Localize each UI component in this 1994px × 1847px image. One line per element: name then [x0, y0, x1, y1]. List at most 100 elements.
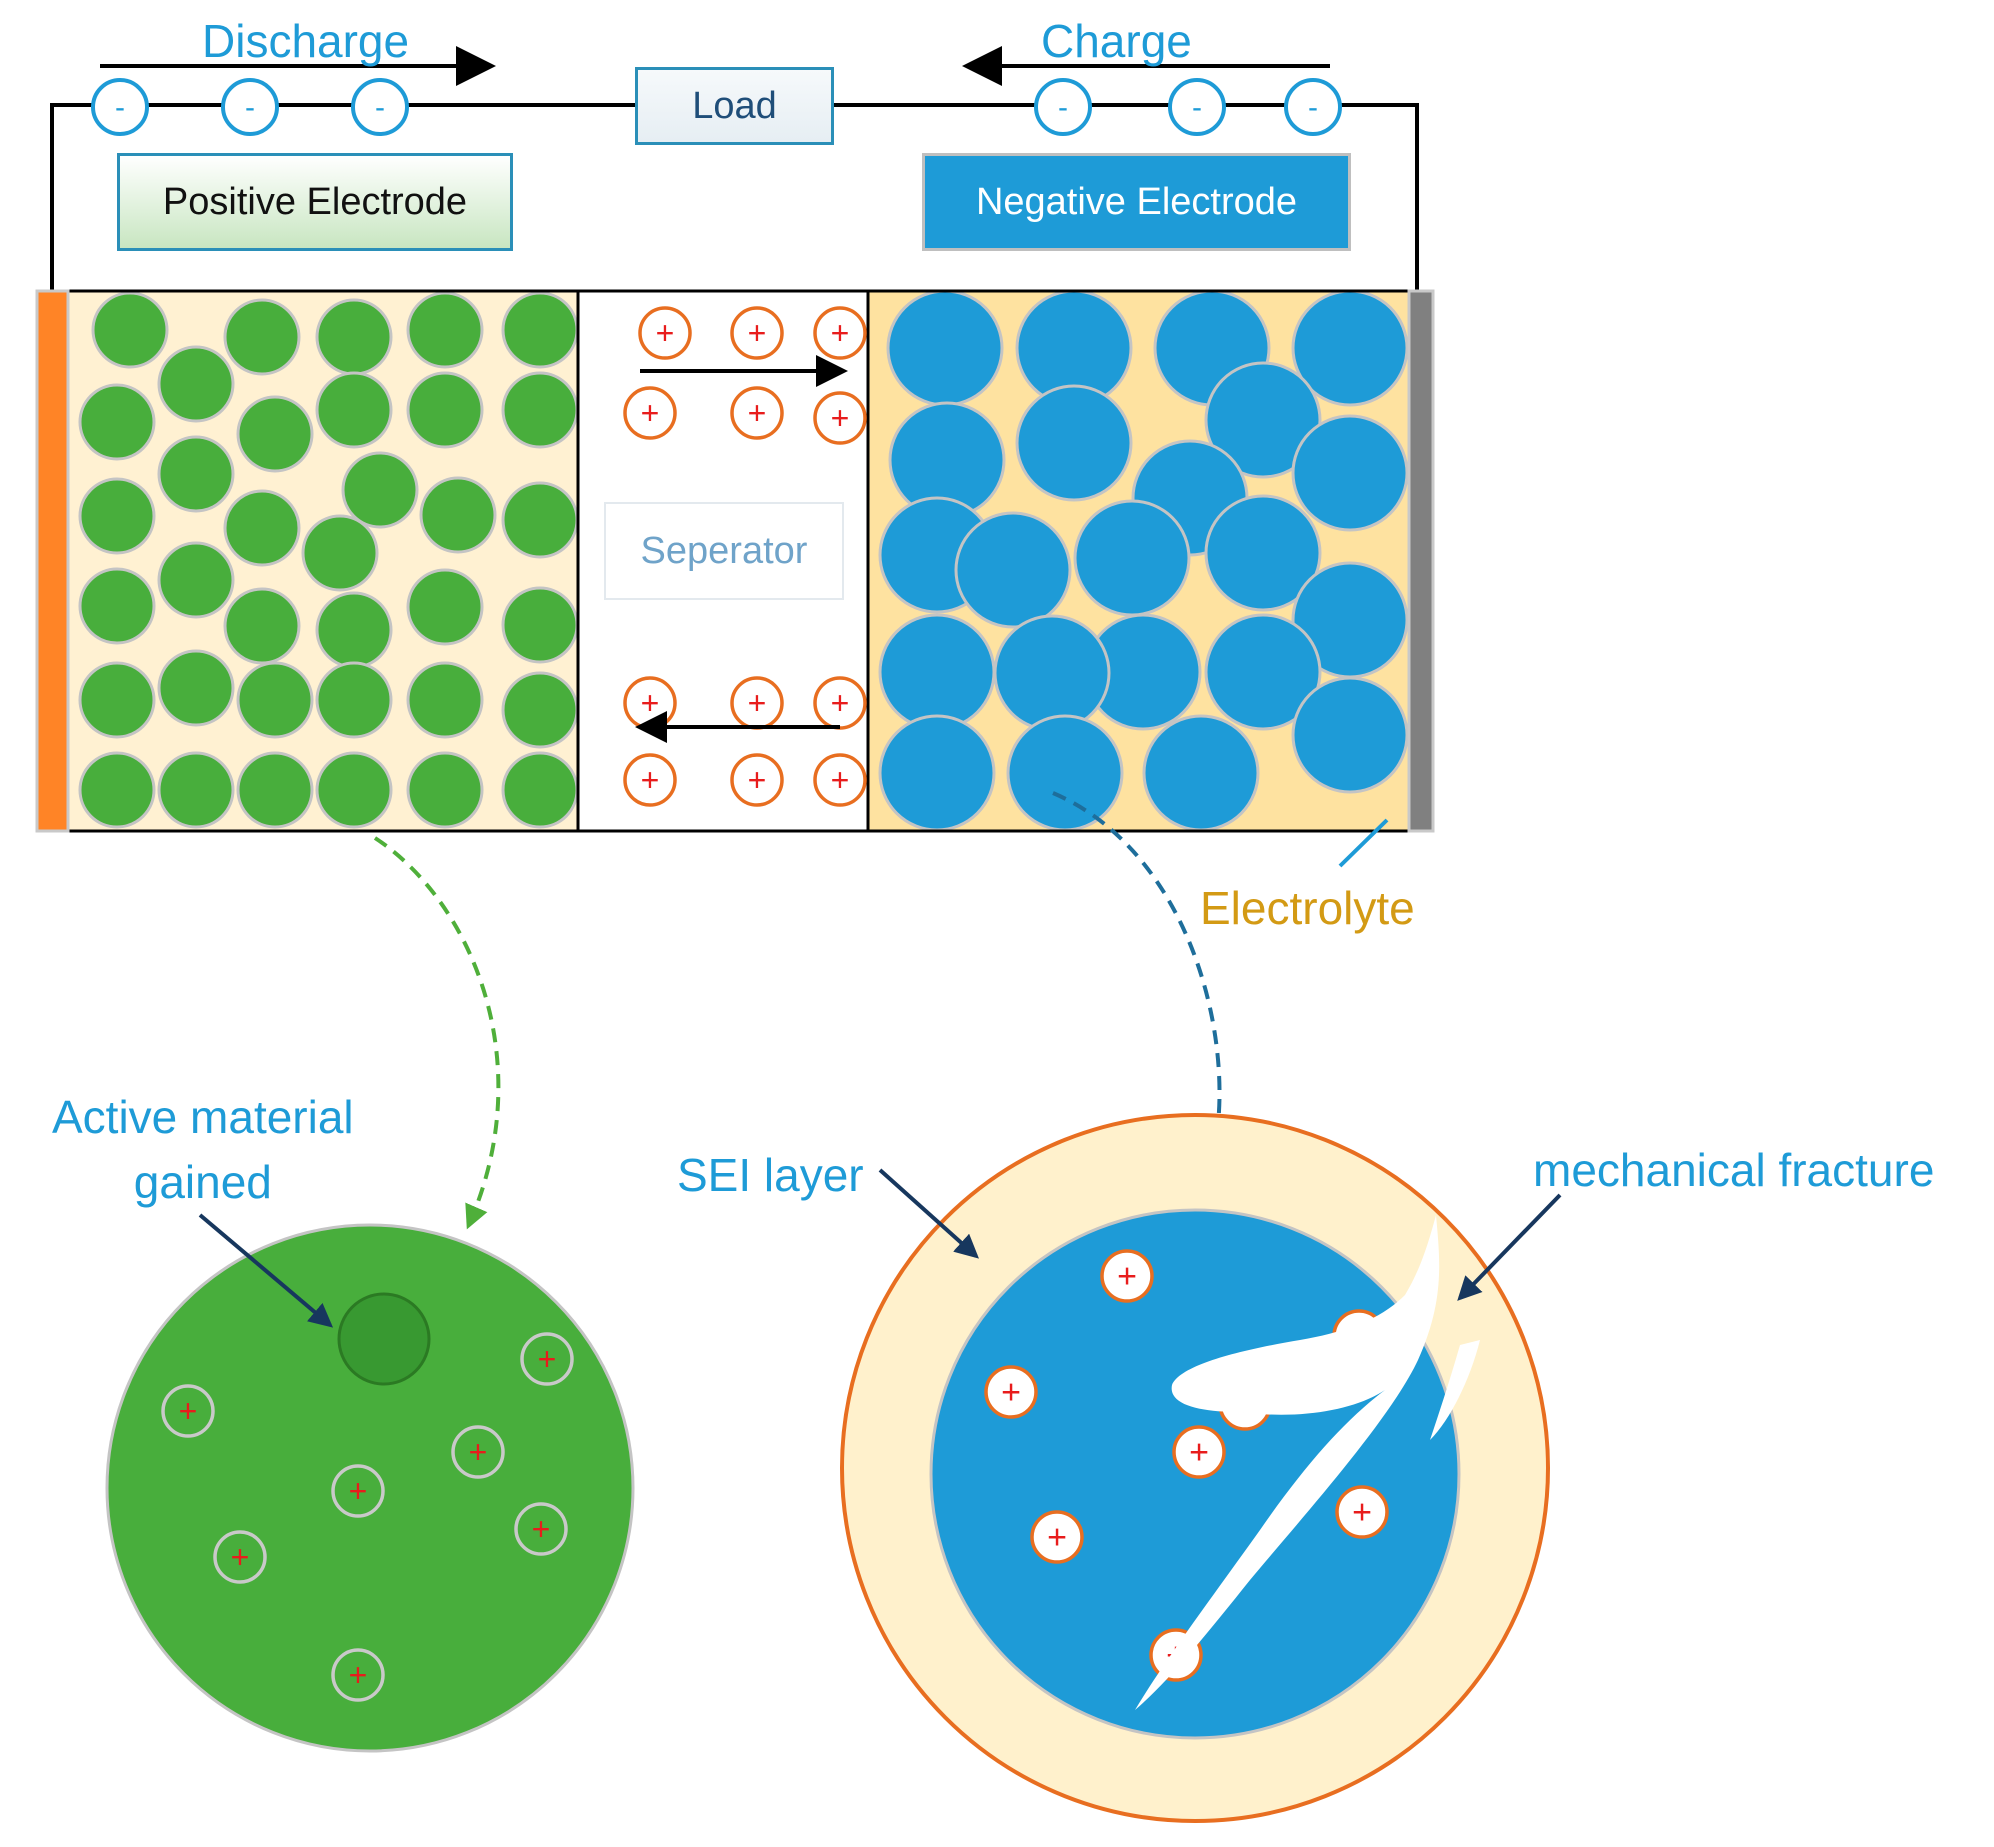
sei-arrow [878, 1168, 979, 1259]
active-material-arrow [198, 1213, 334, 1328]
positive-particle [157, 435, 235, 513]
lithium-ion-icon [1172, 1425, 1226, 1479]
electron-symbol: - [1192, 91, 1202, 124]
positive-zoom-ions: +++++++ [161, 1332, 574, 1702]
electrolyte-label: Electrolyte [1200, 882, 1415, 934]
electron-symbol: - [245, 91, 255, 124]
ion-symbol: + [748, 762, 767, 798]
positive-particle [78, 751, 156, 829]
positive-particle [157, 649, 235, 727]
load-box: Load [635, 67, 834, 145]
ion-symbol: + [469, 1434, 488, 1470]
positive-particle [223, 489, 301, 567]
ion-symbol: + [1001, 1374, 1021, 1412]
ion-symbol: + [532, 1511, 551, 1547]
lithium-ion-icon [331, 1648, 385, 1702]
positive-particle [236, 395, 314, 473]
negative-particle [1006, 714, 1124, 832]
positive-particle [315, 591, 393, 669]
positive-particle [236, 661, 314, 739]
ion-symbol: + [179, 1393, 198, 1429]
ion-symbol: + [1189, 1434, 1209, 1472]
ion-symbol: + [349, 1657, 368, 1693]
lithium-ion-icon [451, 1425, 505, 1479]
discharge-label: Discharge [202, 15, 410, 67]
positive-particle [501, 586, 579, 664]
negative-particle [1073, 499, 1191, 617]
lithium-ion-icon [1100, 1249, 1154, 1303]
lithium-ion-icon [730, 306, 784, 360]
ion-symbol: + [831, 400, 850, 436]
negative-particles [878, 289, 1409, 832]
lithium-ion-icon [514, 1502, 568, 1556]
zoom-curve-positive [373, 836, 501, 1230]
negative-particle [1204, 494, 1322, 612]
lithium-ion-icon [213, 1530, 267, 1584]
electron-icon [1284, 78, 1342, 136]
electron-icon [1034, 78, 1092, 136]
ion-symbol: + [1047, 1519, 1067, 1557]
lithium-ion-icon [1030, 1510, 1084, 1564]
electron-icon [1168, 78, 1226, 136]
electron-icon [91, 78, 149, 136]
positive-particle [78, 477, 156, 555]
negative-particle [1291, 414, 1409, 532]
positive-particle [406, 371, 484, 449]
positive-particle [157, 751, 235, 829]
positive-current-collector [35, 289, 70, 833]
positive-particles [78, 291, 579, 829]
ion-symbol: + [831, 685, 850, 721]
electrons: ------ [91, 78, 1342, 136]
positive-particle [78, 383, 156, 461]
negative-particle [1204, 361, 1322, 479]
positive-particle [406, 291, 484, 369]
ion-symbol: + [748, 685, 767, 721]
electron-icon [351, 78, 409, 136]
lithium-ion-icon [730, 753, 784, 807]
positive-particle [91, 291, 169, 369]
electron-symbol: - [1308, 91, 1318, 124]
positive-particle [223, 587, 301, 665]
positive-particle [315, 751, 393, 829]
ion-symbol: + [831, 315, 850, 351]
mechanical-fracture-crack-right [1430, 1340, 1480, 1440]
negative-particle [878, 714, 996, 832]
ion-symbol: + [641, 395, 660, 431]
positive-particle-zoom [105, 1223, 635, 1753]
electron-symbol: - [375, 91, 385, 124]
positive-particle [501, 371, 579, 449]
negative-particle [878, 613, 996, 731]
positive-particle [157, 345, 235, 423]
lithium-ion-icon [813, 753, 867, 807]
positive-particle [315, 298, 393, 376]
ion-symbol: + [641, 762, 660, 798]
negative-particle [1291, 676, 1409, 794]
fracture-arrow [1457, 1193, 1562, 1301]
mechanical-fracture-crack [1135, 1215, 1440, 1710]
charge-label: Charge [1041, 15, 1192, 67]
positive-particle [406, 568, 484, 646]
positive-particle [341, 451, 419, 529]
lithium-ion-icon [520, 1332, 574, 1386]
positive-particle [78, 567, 156, 645]
positive-electrode-label: Positive Electrode [117, 153, 513, 251]
ion-symbol: + [349, 1473, 368, 1509]
negative-particle [1015, 384, 1133, 502]
mechanical-fracture-label: mechanical fracture [1533, 1144, 1935, 1196]
ion-symbol: + [641, 685, 660, 721]
positive-particle [157, 541, 235, 619]
electron-symbol: - [115, 91, 125, 124]
positive-particle [501, 751, 579, 829]
positive-particle [301, 514, 379, 592]
positive-particle [501, 481, 579, 559]
ion-symbol: + [656, 315, 675, 351]
negative-electrode-label: Negative Electrode [922, 153, 1351, 251]
active-material-gained [337, 1292, 431, 1386]
positive-particle [406, 751, 484, 829]
lithium-ion-icon [984, 1365, 1038, 1419]
lithium-ion-icon [331, 1464, 385, 1518]
ion-symbol: + [1117, 1258, 1137, 1296]
ion-symbol: + [1352, 1494, 1372, 1532]
positive-particle [315, 661, 393, 739]
lithium-ion-icon [638, 306, 692, 360]
